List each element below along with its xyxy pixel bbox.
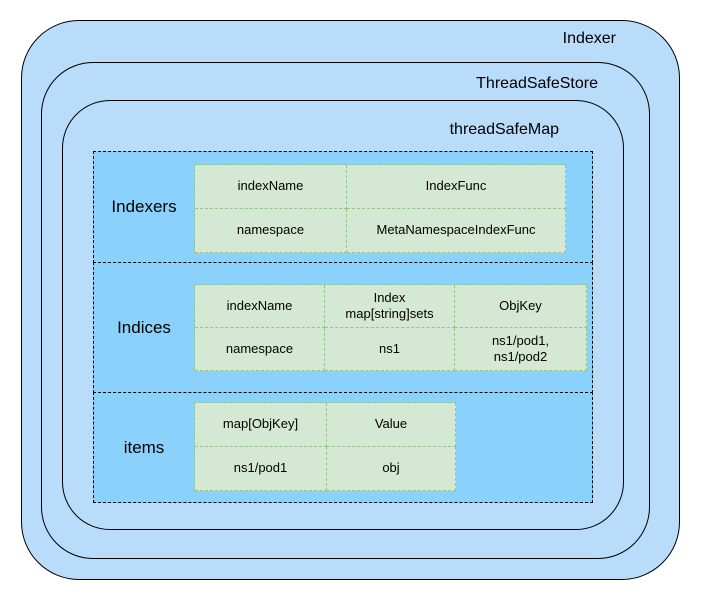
table-cell: obj xyxy=(327,447,456,491)
threadsafestore-container-box: ThreadSafeStore threadSafeMap Indexers i… xyxy=(41,62,650,559)
table-cell: ObjKey xyxy=(455,285,587,328)
table-cell: ns1/pod1, ns1/pod2 xyxy=(455,328,587,371)
indexer-container-box: Indexer ThreadSafeStore threadSafeMap In… xyxy=(21,20,680,580)
table-cell: ns1 xyxy=(325,328,455,371)
items-table: map[ObjKey] Value ns1/pod1 obj xyxy=(194,402,456,491)
table-cell: map[ObjKey] xyxy=(195,403,327,447)
threadsafemap-label: threadSafeMap xyxy=(449,121,559,138)
table-cell: Index map[string]sets xyxy=(325,285,455,328)
section-items-label: items xyxy=(123,437,165,457)
table-cell: MetaNamespaceIndexFunc xyxy=(347,209,566,253)
threadsafestore-label: ThreadSafeStore xyxy=(476,75,598,92)
threadsafemap-container-box: threadSafeMap Indexers indexName IndexFu… xyxy=(62,100,624,530)
indexers-table: indexName IndexFunc namespace MetaNamesp… xyxy=(194,164,566,253)
table-cell: ns1/pod1 xyxy=(195,447,327,491)
section-indexers: Indexers indexName IndexFunc namespace M… xyxy=(93,151,593,263)
section-indices: Indices indexName Index map[string]sets … xyxy=(93,262,593,393)
indexer-label: Indexer xyxy=(562,30,616,47)
table-cell: Value xyxy=(327,403,456,447)
table-cell: IndexFunc xyxy=(347,165,566,209)
section-indices-label: Indices xyxy=(117,317,171,337)
table-cell: indexName xyxy=(195,165,347,209)
threadsafemap-sections: Indexers indexName IndexFunc namespace M… xyxy=(93,151,593,503)
table-cell: namespace xyxy=(195,209,347,253)
indices-table: indexName Index map[string]sets ObjKey n… xyxy=(194,284,587,371)
section-indexers-label: Indexers xyxy=(111,197,177,216)
table-cell: indexName xyxy=(195,285,325,328)
section-items: items map[ObjKey] Value ns1/pod1 obj xyxy=(93,392,593,503)
table-cell: namespace xyxy=(195,328,325,371)
